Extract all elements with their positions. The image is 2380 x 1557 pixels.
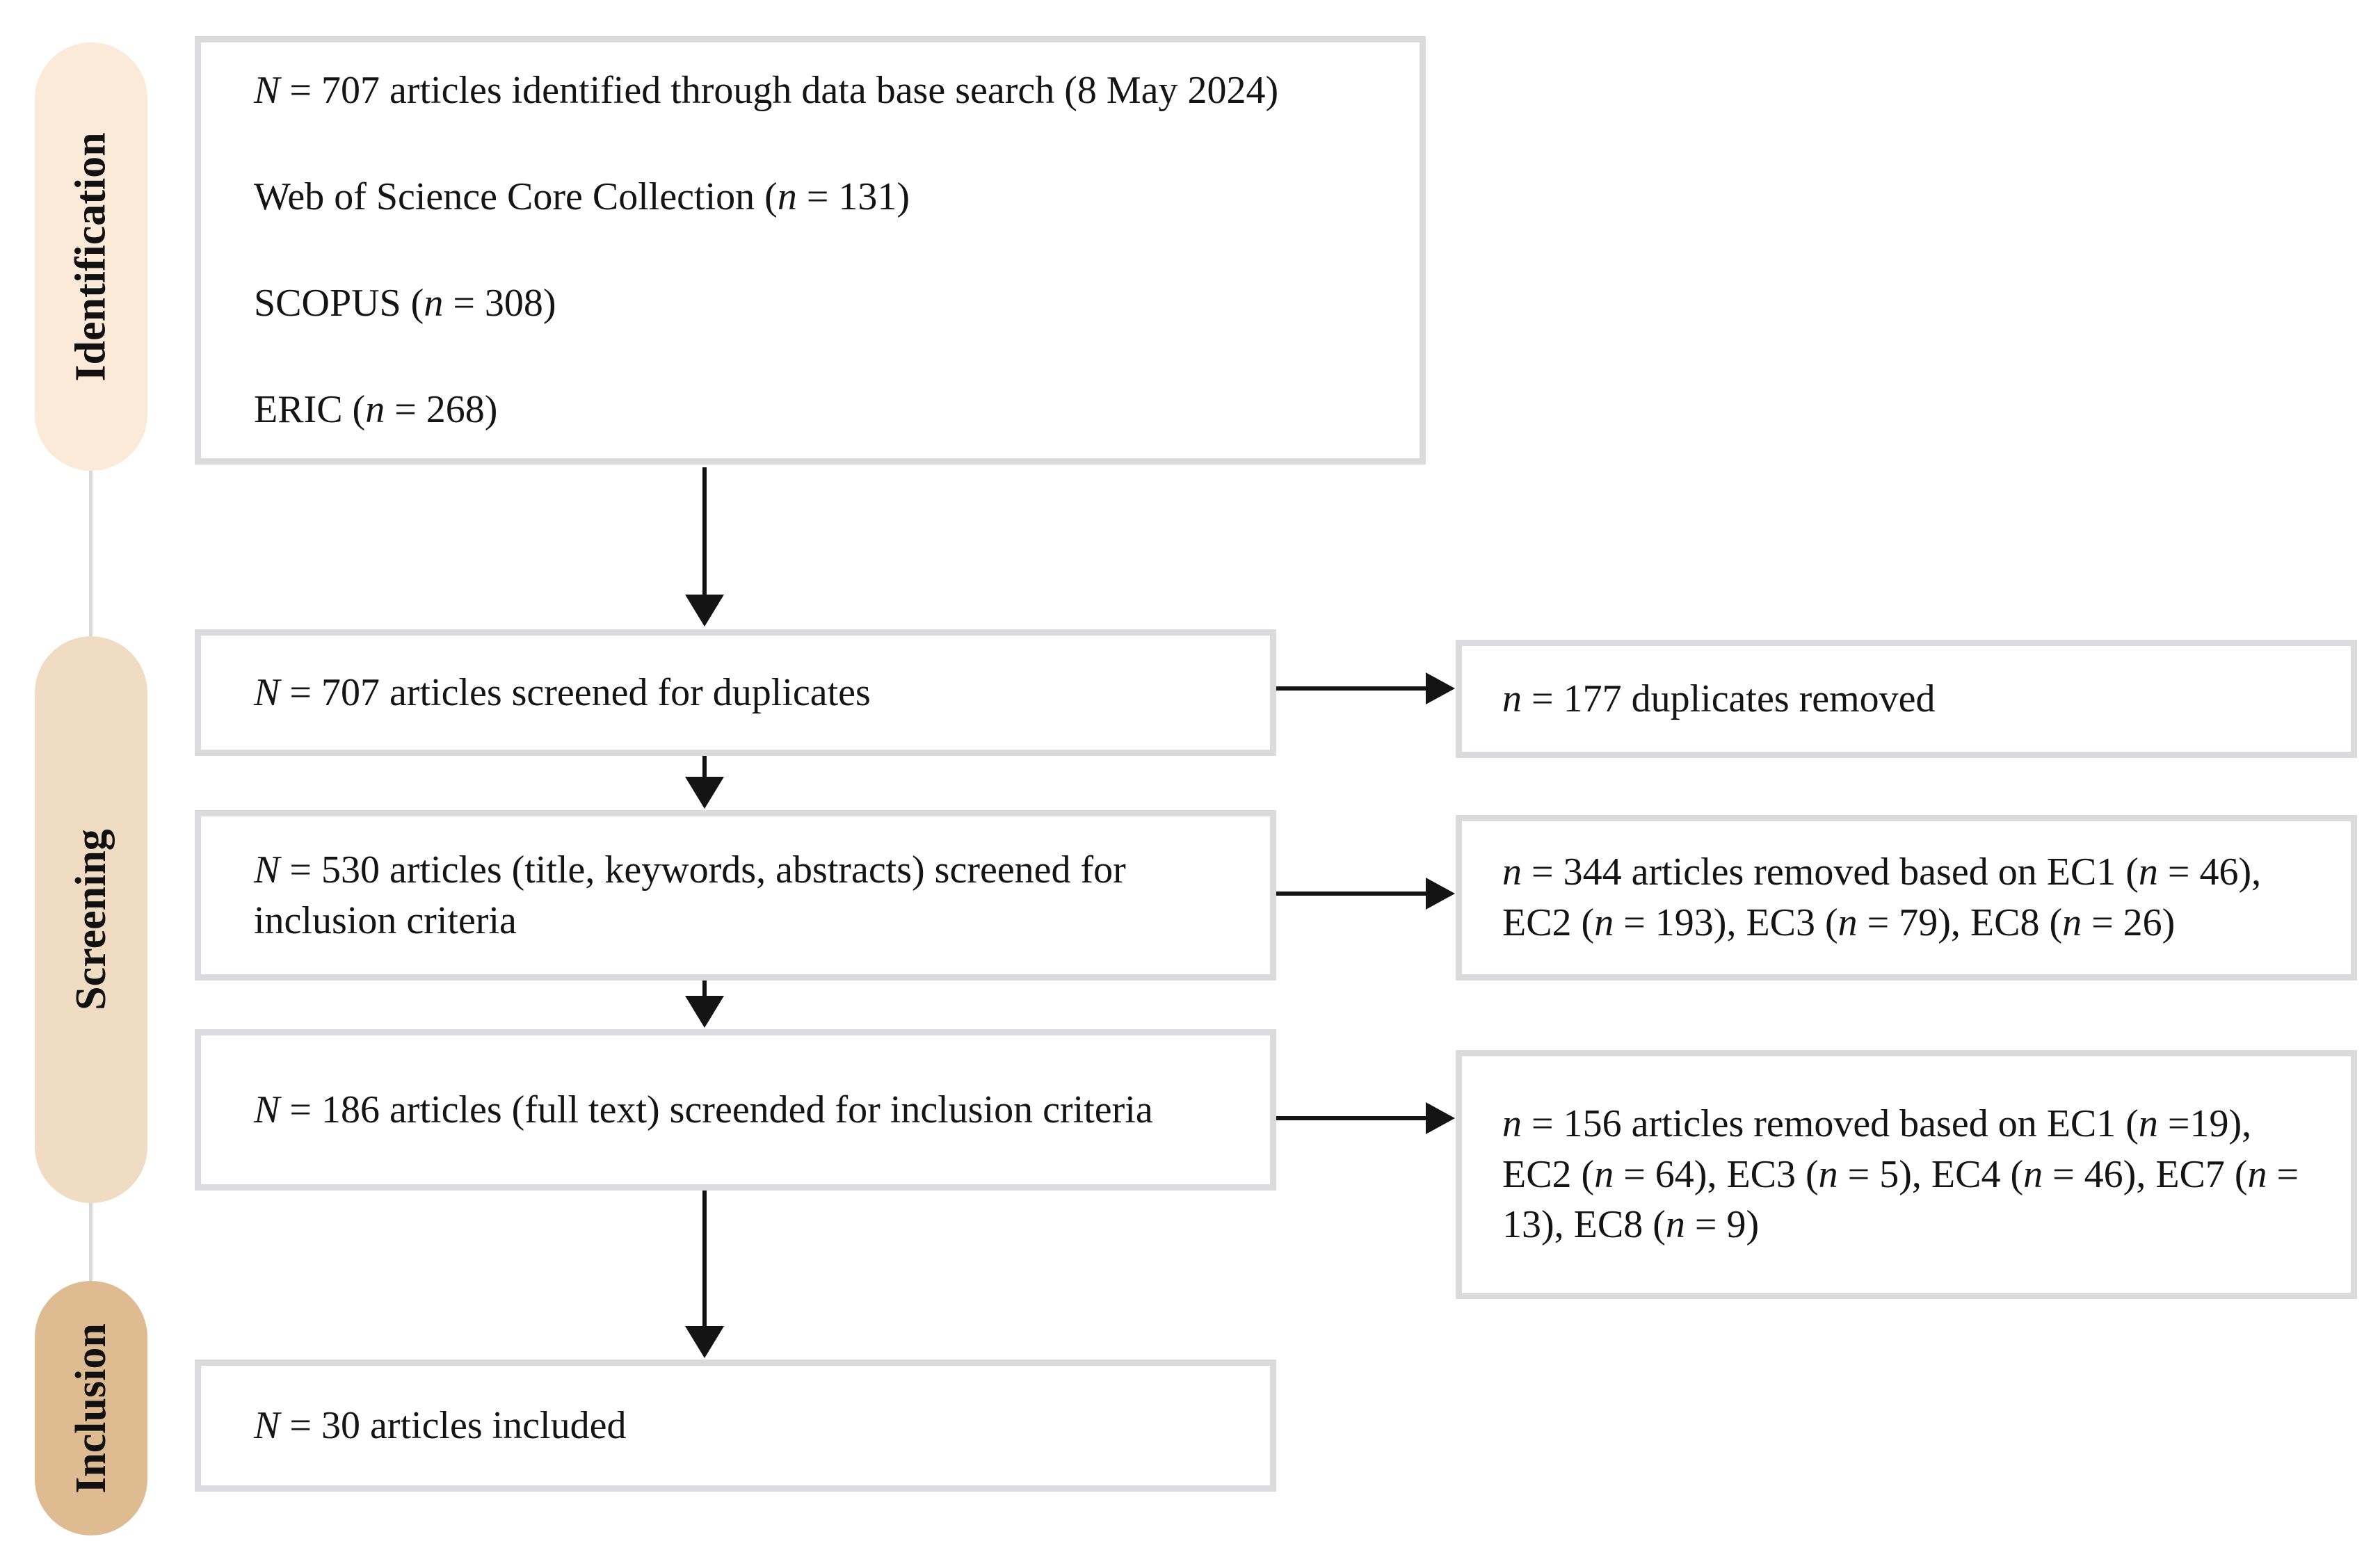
stage-connector-line-1 <box>89 471 93 638</box>
box-line: ERIC (n = 268) <box>254 387 498 431</box>
box-line: N = 530 articles (title, keywords, abstr… <box>254 848 1126 942</box>
arrow-right-1-icon <box>1426 672 1455 704</box>
arrow-down-1-shaft <box>702 467 707 596</box>
flow-box-sources: N = 707 articles identified through data… <box>195 36 1426 465</box>
stage-label-identification: Identification <box>67 131 115 382</box>
arrow-down-3-icon <box>685 996 724 1028</box>
arrow-down-4-shaft <box>702 1191 707 1328</box>
arrow-down-1-icon <box>685 595 724 627</box>
arrow-down-3-shaft <box>702 981 707 998</box>
stage-pill-identification: Identification <box>35 42 147 471</box>
flow-box-duplicates-removed: n = 177 duplicates removed <box>1456 640 2357 758</box>
arrow-right-2-shaft <box>1276 892 1428 896</box>
box-line: n = 344 articles removed based on EC1 (n… <box>1502 850 2262 944</box>
stage-connector-line-2 <box>89 1203 93 1281</box>
flow-box-included: N = 30 articles included <box>195 1360 1276 1492</box>
box-line: N = 707 articles identified through data… <box>254 69 1279 113</box>
arrow-right-3-shaft <box>1276 1116 1428 1120</box>
arrow-down-2-shaft <box>702 756 707 779</box>
box-line: Web of Science Core Collection (n = 131) <box>254 175 910 219</box>
box-line: N = 30 articles included <box>254 1403 627 1447</box>
flow-box-removed-ec-fulltext: n = 156 articles removed based on EC1 (n… <box>1456 1050 2357 1299</box>
flow-box-screened-duplicates: N = 707 articles screened for duplicates <box>195 629 1276 756</box>
box-line: n = 156 articles removed based on EC1 (n… <box>1502 1102 2299 1247</box>
flow-box-screened-title-keywords: N = 530 articles (title, keywords, abstr… <box>195 810 1276 981</box>
flow-box-removed-ec-screening: n = 344 articles removed based on EC1 (n… <box>1456 815 2357 981</box>
arrow-right-3-icon <box>1426 1102 1455 1134</box>
flow-box-screened-fulltext: N = 186 articles (full text) screended f… <box>195 1029 1276 1191</box>
arrow-right-1-shaft <box>1276 686 1428 691</box>
arrow-down-2-icon <box>685 777 724 809</box>
stage-pill-screening: Screening <box>35 636 147 1203</box>
box-line: N = 186 articles (full text) screended f… <box>254 1088 1153 1131</box>
arrow-right-2-icon <box>1426 878 1455 910</box>
box-line: N = 707 articles screened for duplicates <box>254 670 871 714</box>
stage-label-screening: Screening <box>67 829 115 1010</box>
arrow-down-4-icon <box>685 1326 724 1358</box>
box-line: SCOPUS (n = 308) <box>254 282 556 325</box>
stage-pill-inclusion: Inclusion <box>35 1281 147 1535</box>
stage-label-inclusion: Inclusion <box>67 1323 115 1494</box>
box-line: n = 177 duplicates removed <box>1502 677 1936 720</box>
